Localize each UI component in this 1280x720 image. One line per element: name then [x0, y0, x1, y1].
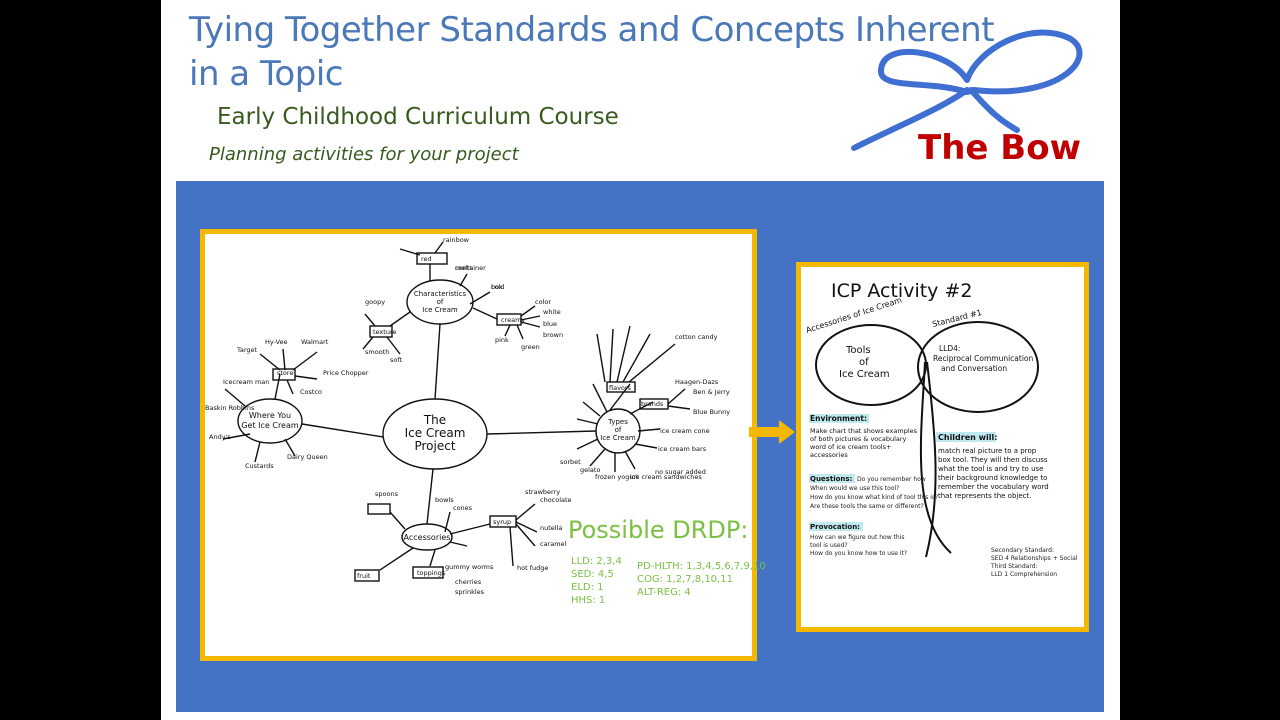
- web-word: cones: [453, 504, 473, 512]
- web-word: Price Chopper: [323, 369, 369, 377]
- icp-title: ICP Activity #2: [831, 280, 972, 302]
- web-word: Costco: [300, 388, 322, 396]
- web-word: spoons: [375, 490, 399, 498]
- web-word: color: [535, 298, 551, 306]
- icp-svg: ICP Activity #2 Accessories of Ice Cream…: [805, 280, 1078, 578]
- standard-notes: Secondary Standard:SED 4 Relationships +…: [990, 547, 1078, 578]
- hub-accessories-label: Accessories: [404, 533, 451, 542]
- slide-tagline: Planning activities for your project: [209, 144, 519, 165]
- web-word: gelato: [580, 466, 600, 474]
- web-word: no sugar added: [655, 468, 706, 476]
- web-word: smooth: [365, 348, 389, 356]
- title-line-2: in a Topic: [189, 54, 343, 94]
- web-word: Dairy Queen: [287, 453, 328, 461]
- web-word: rainbow: [443, 236, 470, 244]
- web-word: hot fudge: [517, 564, 548, 572]
- web-word: pink: [495, 336, 509, 344]
- drdp-line: PD-HLTH: 1,3,4,5,6,7,9,10: [637, 561, 766, 572]
- web-word: ice cream sandwiches: [630, 473, 702, 481]
- web-word: goopy: [365, 298, 385, 306]
- web-word: brown: [543, 331, 563, 339]
- web-word: syrup: [493, 518, 511, 526]
- web-word: frozen yogurt: [595, 473, 639, 481]
- web-word: Hy-Vee: [265, 338, 288, 346]
- slide-subtitle: Early Childhood Curriculum Course: [217, 104, 619, 130]
- web-word: Target: [236, 346, 258, 354]
- web-word: container: [455, 264, 486, 272]
- web-word: ice cream bars: [658, 445, 707, 453]
- web-word: cotton candy: [675, 333, 718, 341]
- drdp-line: LLD: 2,3,4: [571, 556, 622, 567]
- web-word: blue: [543, 320, 557, 328]
- web-word: melts: [455, 264, 474, 272]
- web-word: box: [491, 283, 503, 291]
- web-word: green: [521, 343, 540, 351]
- web-word: toppings: [417, 569, 446, 577]
- web-word: cherries: [455, 578, 482, 586]
- web-word: red: [421, 255, 432, 263]
- web-word: sorbet: [560, 458, 581, 466]
- slide-title: Tying Together Standards and Concepts In…: [189, 8, 1009, 96]
- drdp-heading: Possible DRDP:: [568, 516, 748, 544]
- environment-label: Environment:: [810, 414, 867, 423]
- web-word: strawberry: [525, 488, 560, 496]
- children-label: Children will:: [938, 433, 997, 442]
- web-word: Ben & Jerry: [693, 388, 730, 396]
- web-word: cold: [491, 283, 504, 291]
- web-word: Custards: [245, 462, 274, 470]
- web-word: brands: [641, 400, 664, 408]
- web-word: Baskin Robbins: [205, 404, 255, 412]
- slide: Tying Together Standards and Concepts In…: [161, 0, 1120, 720]
- web-word: chocolate: [540, 496, 572, 504]
- web-word: Icecream man: [223, 378, 269, 386]
- web-word: Walmart: [301, 338, 329, 346]
- web-word: Blue Bunny: [693, 408, 730, 416]
- web-word: soft: [390, 356, 403, 364]
- drdp-line: ALT-REG: 4: [637, 587, 691, 598]
- questions-label: Questions:: [810, 475, 853, 483]
- web-word: texture: [373, 328, 396, 336]
- web-word: Andy's: [209, 433, 231, 441]
- web-word: nutella: [540, 524, 562, 532]
- bow-label: The Bow: [918, 128, 1081, 168]
- web-word-layer: Target Hy-Vee Walmart store Price ChopperCos…: [205, 236, 730, 596]
- web-word: bowls: [435, 496, 454, 504]
- web-word: gummy worms: [445, 563, 494, 571]
- right-loop-label: Standard #1: [931, 308, 982, 329]
- drdp-line: COG: 1,2,7,8,10,11: [637, 574, 733, 585]
- title-line-1: Tying Together Standards and Concepts In…: [189, 10, 995, 50]
- provocation-label: Provocation:: [810, 523, 860, 531]
- web-word: store: [277, 369, 293, 377]
- drdp-line: ELD: 1: [571, 582, 604, 593]
- icp-activity-card: ICP Activity #2 Accessories of Ice Cream…: [796, 262, 1089, 632]
- web-word: caramel: [540, 540, 567, 548]
- web-word: flavors: [609, 384, 632, 392]
- web-word: fruit: [357, 572, 371, 580]
- web-word: ice cream cone: [660, 427, 710, 435]
- web-word: sprinkles: [455, 588, 485, 596]
- drdp-line: HHS: 1: [571, 595, 605, 606]
- web-word: creamy: [501, 316, 525, 324]
- web-word: white: [543, 308, 561, 316]
- bow-drawing: [851, 29, 1083, 151]
- drdp-line: SED: 4,5: [571, 569, 614, 580]
- arrow-icon: [749, 420, 795, 444]
- web-word: Haagen-Dazs: [675, 378, 719, 386]
